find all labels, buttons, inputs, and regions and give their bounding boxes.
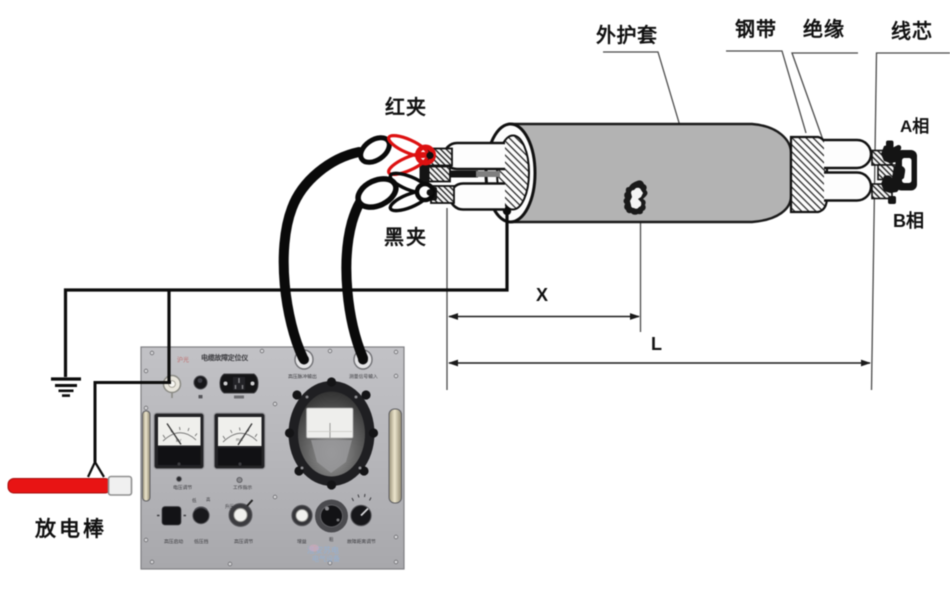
svg-text:红夹: 红夹 [385, 95, 427, 119]
svg-text:黑夹: 黑夹 [384, 226, 428, 249]
svg-text:故障距离调节: 故障距离调节 [347, 538, 376, 545]
svg-text:钢带: 钢带 [735, 18, 777, 41]
svg-text:升压: 升压 [225, 503, 234, 510]
svg-text:电压调节: 电压调节 [173, 484, 192, 491]
svg-text:L: L [651, 334, 662, 354]
svg-text:高压调节: 高压调节 [234, 538, 253, 545]
svg-text:增益: 增益 [297, 538, 307, 545]
svg-text:沪光: 沪光 [177, 356, 189, 364]
svg-text:mA: mA [236, 437, 243, 442]
svg-text:电气设备: 电气设备 [312, 554, 340, 563]
svg-text:kV: kV [176, 438, 181, 443]
svg-text:低: 低 [192, 497, 197, 504]
svg-text:高压启动: 高压启动 [164, 538, 183, 545]
svg-text:低压挡: 低压挡 [194, 538, 209, 545]
svg-text:工作指示: 工作指示 [233, 484, 252, 491]
svg-text:电缆故障定位仪: 电缆故障定位仪 [201, 353, 249, 362]
svg-text:放电棒: 放电棒 [34, 517, 107, 541]
svg-text:高压脉冲输出: 高压脉冲输出 [288, 373, 317, 380]
svg-text:B相: B相 [893, 211, 924, 231]
svg-text:绝缘: 绝缘 [803, 17, 845, 41]
svg-text:淮安苏电: 淮安苏电 [307, 545, 339, 555]
svg-text:X: X [536, 285, 548, 305]
svg-text:线芯: 线芯 [891, 19, 933, 43]
svg-text:外护套: 外护套 [596, 23, 658, 47]
svg-text:A相: A相 [900, 116, 929, 136]
svg-text:测量信号输入: 测量信号输入 [349, 373, 378, 380]
svg-text:粗: 粗 [329, 536, 334, 543]
svg-text:高: 高 [206, 496, 211, 503]
